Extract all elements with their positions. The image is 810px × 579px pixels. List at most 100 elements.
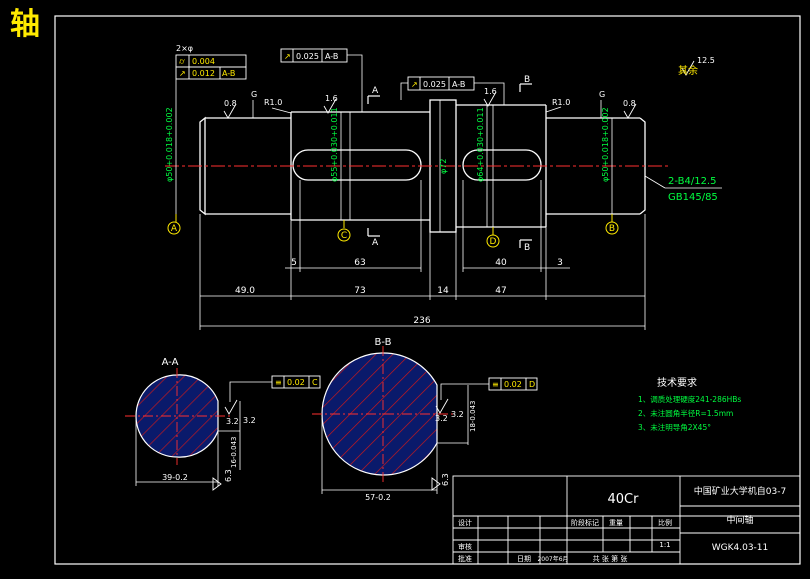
section-letters: A A B B	[372, 75, 530, 253]
section-aa: A-A 39-0.2 16-0.043 ≡ 0.02 C 3.2 3.2 6.3	[125, 357, 321, 491]
svg-text:0.02: 0.02	[287, 378, 305, 387]
aa-depth: 16-0.043	[230, 437, 238, 468]
svg-text:↗: ↗	[179, 69, 186, 78]
svg-text:0.012: 0.012	[192, 69, 215, 78]
dim-label: 49.0	[235, 286, 255, 296]
gdt-frame-runout: 2×φ ⌭ 0.004 ↗ 0.012 A-B	[175, 44, 247, 118]
drawing-number: WGK4.03-11	[712, 543, 769, 553]
overall-length: 236	[413, 316, 430, 326]
note-item: 1、调质处理硬度241-286HBs	[638, 394, 741, 404]
svg-text:0.025: 0.025	[296, 52, 319, 61]
datum-b: B	[609, 224, 615, 234]
gdt-frame-runout-3: ↗ 0.025 A-B	[400, 76, 505, 105]
sheet-info: 共 张 第 张	[593, 554, 628, 563]
page-title: 轴	[10, 7, 40, 42]
drawing-border	[54, 15, 801, 565]
roughness-values: 0.8 1.6 1.6 0.8	[224, 87, 636, 108]
radius-label: R1.0	[264, 98, 282, 107]
datum-a: A	[171, 224, 178, 234]
surface-letters: G G R1.0 R1.0	[251, 90, 605, 107]
svg-text:↗: ↗	[284, 52, 291, 61]
surface-letter: G	[251, 90, 257, 99]
title-block	[452, 475, 801, 565]
radius-label: R1.0	[552, 98, 570, 107]
designer-label: 设计	[458, 518, 472, 527]
diameter-label: φ72	[439, 159, 448, 174]
svg-text:0.004: 0.004	[192, 57, 215, 66]
svg-text:2×φ: 2×φ	[176, 44, 193, 53]
dim-label: 47	[495, 286, 506, 296]
section-bb: B-B 57-0.2 18-0.043 ≡ 0.02 D 3.2 3.2 6.3	[312, 337, 538, 502]
svg-text:≡: ≡	[492, 380, 499, 389]
dim-label: 5	[291, 258, 297, 268]
section-cuts	[367, 83, 532, 248]
diameter-label: φ50+0.018+0.002	[601, 107, 610, 182]
scale-value: 1:1	[659, 541, 670, 549]
diameter-label: φ55+0.030+0.011	[330, 107, 339, 182]
leader-lines	[252, 100, 722, 189]
datum-d: D	[490, 237, 497, 247]
dim-label: 73	[354, 286, 365, 296]
length-dims	[199, 180, 646, 330]
svg-text:A-B: A-B	[222, 69, 235, 78]
svg-text:0.025: 0.025	[423, 80, 446, 89]
svg-text:0.02: 0.02	[504, 380, 522, 389]
weight-label: 重量	[609, 519, 623, 527]
school: 中国矿业大学机自03-7	[694, 485, 786, 497]
roughness-value: 3.2	[435, 414, 448, 423]
aa-width: 39-0.2	[162, 473, 188, 482]
roughness-value: 6.3	[441, 473, 450, 486]
length-labels: 5 63 40 3 49.0 73 14 47 236	[235, 258, 563, 326]
dim-label: 14	[437, 286, 449, 296]
diameter-label: φ50+0.018+0.002	[165, 107, 174, 182]
roughness-value: 3.2	[451, 410, 464, 419]
left-chamfer	[199, 116, 206, 216]
roughness-rest-value: 12.5	[697, 56, 715, 65]
bb-depth: 18-0.043	[469, 401, 477, 432]
technical-notes: 技术要求 1、调质处理硬度241-286HBs 2、未注圆角半径R=1.5mm …	[638, 376, 741, 432]
svg-text:≡: ≡	[275, 378, 282, 387]
scale-label: 比例	[658, 518, 672, 527]
roughness-value: 0.8	[623, 99, 636, 108]
roughness-value: 3.2	[226, 417, 239, 426]
svg-text:↗: ↗	[411, 80, 418, 89]
material: 40Cr	[608, 492, 640, 507]
diameter-dims	[175, 100, 613, 232]
gdt-frame-runout-2: ↗ 0.025 A-B	[280, 48, 363, 112]
svg-text:⌭: ⌭	[179, 57, 185, 66]
notes-title: 技术要求	[657, 376, 697, 389]
section-mark: B	[524, 75, 530, 85]
roughness-symbols	[223, 60, 695, 119]
title-block-text: 40Cr 中国矿业大学机自03-7 中间轴 WGK4.03-11 阶段标记 重量…	[458, 485, 786, 563]
note-item: 3、未注明导角2X45°	[638, 422, 711, 432]
note-item: 2、未注圆角半径R=1.5mm	[638, 408, 733, 418]
keyway-right	[462, 149, 542, 181]
roughness-value: 0.8	[224, 99, 237, 108]
svg-text:A-B: A-B	[325, 52, 338, 61]
checker-label: 审核	[458, 542, 472, 551]
datum-letters: A C D B	[171, 224, 615, 247]
roughness-rest-label: 其余	[678, 64, 698, 77]
date-value: 2007年6月	[537, 555, 568, 563]
section-mark: B	[524, 243, 530, 253]
dim-label: 3	[557, 258, 563, 268]
svg-text:A-B: A-B	[452, 80, 465, 89]
center-hole-standard: GB145/85	[668, 192, 718, 203]
approve-label: 批准	[458, 554, 472, 563]
diameter-label: φ64+0.030+0.011	[476, 107, 485, 182]
part-name: 中间轴	[726, 514, 753, 526]
center-hole-spec: 2-B4/12.5	[668, 176, 716, 187]
section-title: B-B	[375, 337, 392, 348]
surface-letter: G	[599, 90, 605, 99]
roughness-value: 3.2	[243, 416, 256, 425]
section-mark: A	[372, 238, 379, 248]
roughness-value: 6.3	[224, 469, 233, 482]
roughness-value: 1.6	[325, 94, 338, 103]
datum-symbols	[167, 214, 619, 248]
dim-label: 63	[354, 258, 365, 268]
bb-width: 57-0.2	[365, 493, 391, 502]
diameter-labels: φ50+0.018+0.002 φ55+0.030+0.011 φ72 φ64+…	[165, 107, 610, 182]
svg-text:C: C	[312, 378, 318, 387]
